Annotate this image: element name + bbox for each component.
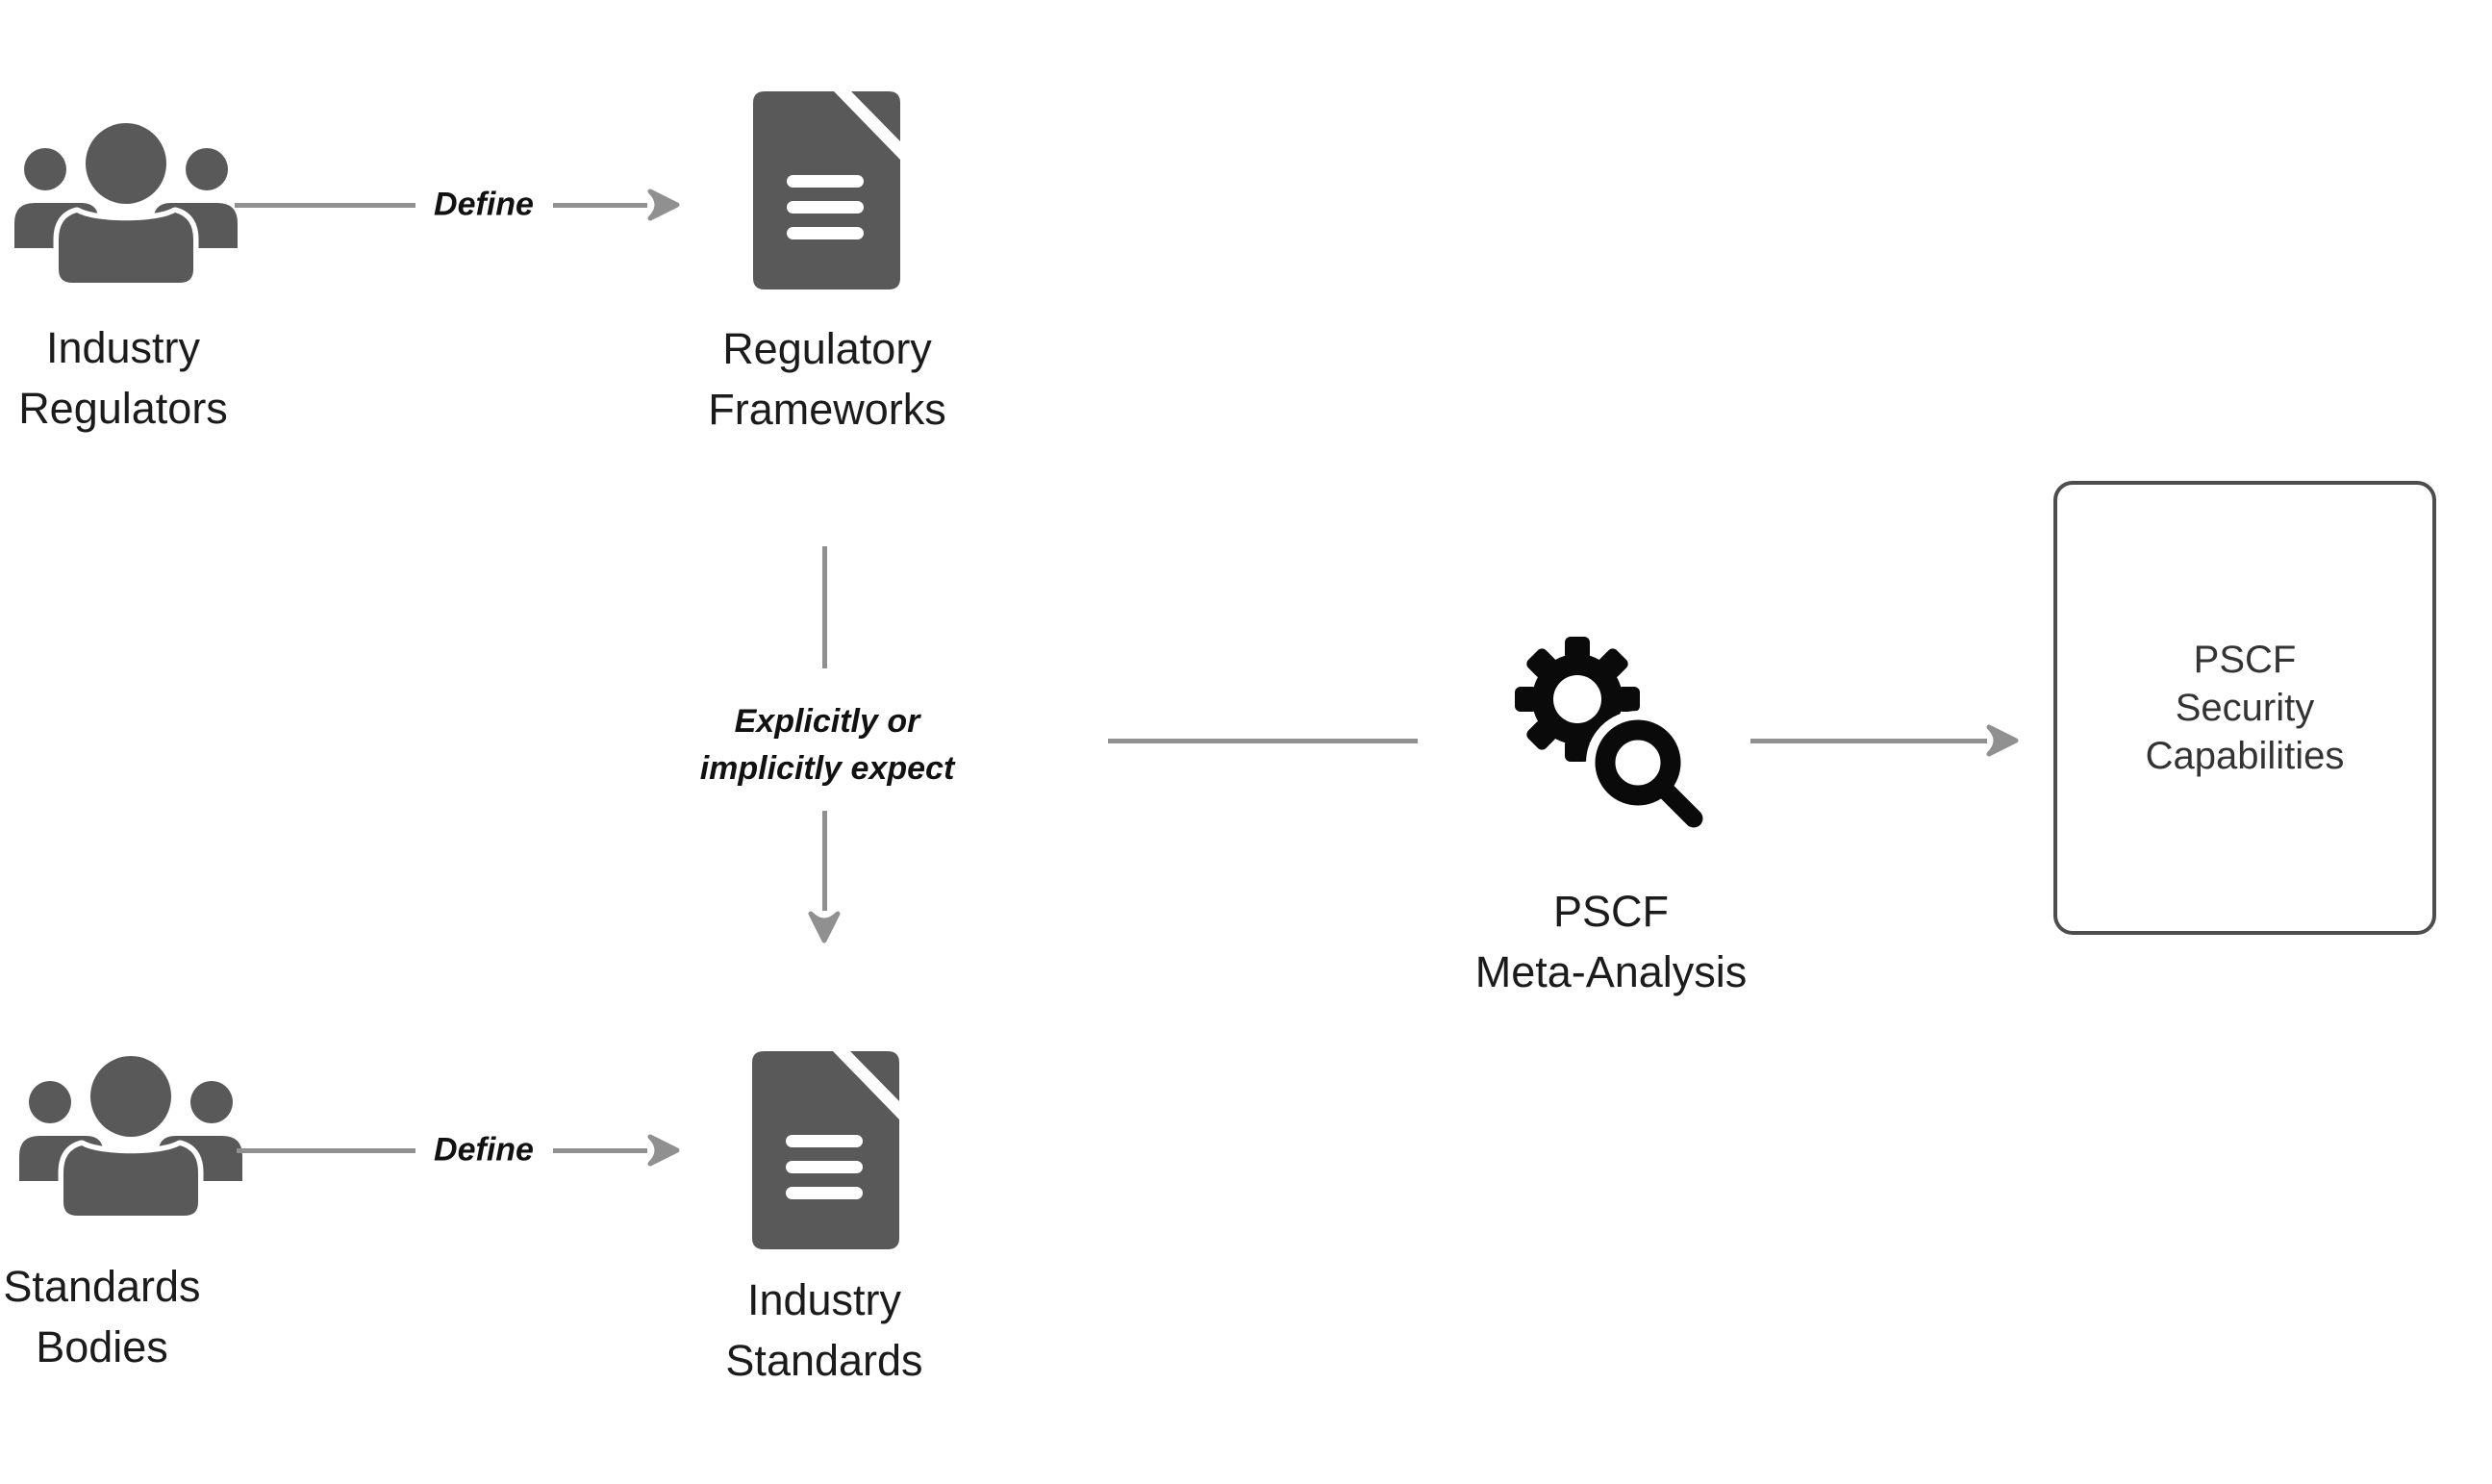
document-icon	[752, 1051, 899, 1249]
document-icon	[753, 91, 900, 289]
industry-standards-label-line2: Standards	[725, 1336, 923, 1385]
expect-connector-segment2	[822, 811, 827, 911]
define-top-label: Define	[434, 186, 534, 223]
define-bottom-connector-segment2	[553, 1148, 647, 1153]
pscf-meta-analysis-label-line2: Meta-Analysis	[1474, 947, 1748, 996]
capabilities-connector	[1750, 739, 1987, 743]
industry-regulators-label-line1: Industry	[45, 323, 201, 372]
arrowhead-right-icon	[646, 1133, 681, 1168]
pscf-meta-analysis-label-line1: PSCF	[1552, 887, 1669, 936]
define-top-connector-segment1	[235, 203, 415, 208]
pscf-security-capabilities-line3: Capabilities	[2145, 735, 2345, 777]
standards-bodies-label-line1: Standards	[3, 1262, 201, 1311]
arrowhead-right-icon	[646, 188, 681, 222]
pscf-security-capabilities-line2: Security	[2175, 687, 2315, 729]
pscf-meta-analysis-label: PSCF Meta-Analysis	[1419, 881, 1803, 1002]
expect-label-line1: Explicitly or	[734, 703, 920, 740]
define-top-connector-segment2	[553, 203, 647, 208]
people-group-icon	[14, 123, 238, 283]
people-group-icon	[19, 1056, 242, 1216]
meta-analysis-connector	[1108, 739, 1418, 743]
pscf-security-capabilities-box: PSCF Security Capabilities	[2053, 481, 2436, 935]
regulatory-frameworks-label-line2: Frameworks	[708, 385, 946, 434]
regulatory-frameworks-label: Regulatory Frameworks	[635, 318, 1019, 440]
regulatory-frameworks-label-line1: Regulatory	[722, 324, 932, 373]
industry-regulators-label-line2: Regulators	[18, 384, 228, 433]
expect-connector-segment1	[822, 546, 827, 668]
expect-label: Explicitly or implicitly expect	[587, 698, 1068, 792]
define-bottom-connector-segment1	[237, 1148, 415, 1153]
industry-standards-label: Industry Standards	[632, 1270, 1017, 1391]
industry-standards-label-line1: Industry	[746, 1275, 902, 1324]
define-bottom-label: Define	[434, 1131, 534, 1169]
gear-magnifier-icon	[1515, 637, 1710, 834]
industry-regulators-label: Industry Regulators	[0, 317, 315, 439]
standards-bodies-label-line2: Bodies	[36, 1322, 168, 1371]
arrowhead-down-icon	[807, 910, 842, 944]
expect-label-line2: implicitly expect	[699, 750, 955, 787]
standards-bodies-label: Standards Bodies	[0, 1256, 294, 1377]
arrowhead-right-icon	[1985, 723, 2020, 758]
pscf-security-capabilities-line1: PSCF	[2193, 639, 2297, 681]
